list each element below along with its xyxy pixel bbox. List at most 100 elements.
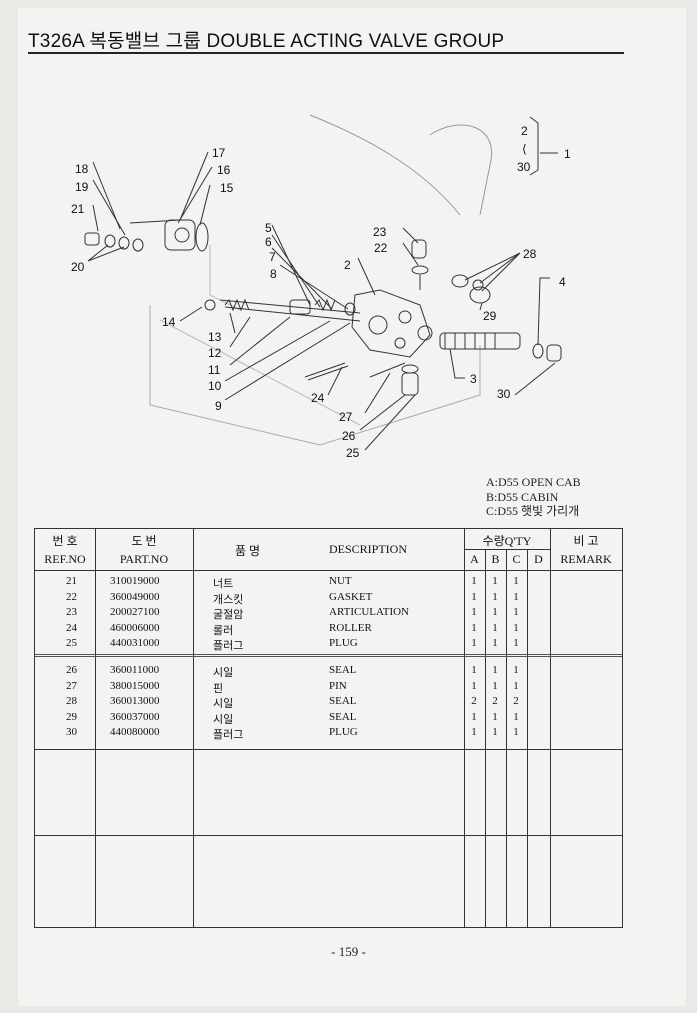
cell-c: 1 bbox=[513, 726, 519, 738]
cell-ref: 21 bbox=[66, 575, 77, 587]
cell-desc: PLUG bbox=[329, 726, 358, 738]
label-1: 1 bbox=[564, 147, 571, 161]
label-6: 6 bbox=[265, 235, 272, 249]
cell-c: 1 bbox=[513, 710, 519, 723]
header-qty-c: C bbox=[512, 552, 521, 566]
page-number: - 159 - bbox=[331, 944, 366, 959]
cell-part: 360013000 bbox=[110, 695, 160, 707]
label-29: 29 bbox=[483, 309, 497, 323]
cell-b: 1 bbox=[492, 710, 498, 723]
cell-ref: 30 bbox=[66, 726, 77, 738]
cell-b: 1 bbox=[492, 590, 498, 603]
label-4: 4 bbox=[559, 275, 566, 289]
cell-a: 1 bbox=[471, 606, 477, 618]
cell-b: 1 bbox=[492, 575, 498, 587]
cell-c: 1 bbox=[513, 637, 519, 649]
cell-ko: 너트 bbox=[213, 578, 234, 590]
cell-ref: 29 bbox=[66, 710, 77, 723]
cell-ko: 핀 bbox=[213, 682, 224, 695]
label-14: 14 bbox=[162, 315, 176, 329]
cell-c: 1 bbox=[513, 575, 519, 587]
cell-ko: 시일 bbox=[213, 698, 234, 710]
cell-b: 1 bbox=[492, 637, 498, 649]
cell-b: 1 bbox=[492, 621, 498, 634]
parts-table: 번 호 REF.NO 도 번 PART.NO 품 명 DESCRIPTION 수… bbox=[34, 528, 623, 928]
cell-ref: 23 bbox=[66, 606, 77, 618]
header-part-en: PART.NO bbox=[119, 552, 169, 566]
page-sheet bbox=[18, 8, 686, 1006]
cell-b: 2 bbox=[492, 695, 498, 707]
label-19: 19 bbox=[75, 180, 89, 194]
header-qty-a: A bbox=[470, 552, 479, 566]
cell-desc: NUT bbox=[329, 575, 352, 587]
cell-a: 2 bbox=[471, 695, 477, 707]
cell-ref: 28 bbox=[66, 695, 77, 707]
label-bracket-30: 30 bbox=[517, 160, 531, 174]
cell-a: 1 bbox=[471, 637, 477, 649]
cell-ref: 22 bbox=[66, 590, 77, 603]
cell-desc: GASKET bbox=[329, 590, 373, 603]
cell-c: 1 bbox=[513, 679, 519, 692]
cell-a: 1 bbox=[471, 710, 477, 723]
label-9: 9 bbox=[215, 399, 222, 413]
cell-desc: ARTICULATION bbox=[329, 606, 409, 618]
cell-ko: 플러그 bbox=[213, 640, 244, 652]
cell-desc: SEAL bbox=[329, 710, 357, 723]
header-qty: 수량Q'TY bbox=[482, 534, 532, 548]
cell-part: 360037000 bbox=[110, 710, 160, 723]
label-21: 21 bbox=[71, 202, 85, 216]
label-13: 13 bbox=[208, 330, 222, 344]
cell-ko: 시일 bbox=[213, 713, 234, 726]
cell-desc: PLUG bbox=[329, 637, 358, 649]
cell-c: 1 bbox=[513, 590, 519, 603]
page-title: T326A 복동밸브 그룹 DOUBLE ACTING VALVE GROUP bbox=[28, 31, 505, 52]
label-17: 17 bbox=[212, 146, 226, 160]
cell-ko: 플러그 bbox=[213, 729, 244, 741]
cell-part: 440031000 bbox=[110, 637, 160, 649]
cell-desc: SEAL bbox=[329, 695, 357, 707]
cell-ko: 굴절암 bbox=[213, 609, 244, 621]
cell-part: 440080000 bbox=[110, 726, 160, 738]
cell-b: 1 bbox=[492, 664, 498, 676]
cell-b: 1 bbox=[492, 726, 498, 738]
header-qty-b: B bbox=[491, 552, 500, 566]
label-12: 12 bbox=[208, 346, 222, 360]
exploded-diagram: 17 16 15 18 19 21 20 5 6 7 8 2 23 22 28 … bbox=[71, 114, 571, 460]
cell-part: 360049000 bbox=[110, 590, 160, 603]
cell-desc: ROLLER bbox=[329, 621, 372, 634]
label-10: 10 bbox=[208, 379, 222, 393]
cell-ref: 27 bbox=[66, 679, 77, 692]
label-7: 7 bbox=[269, 250, 276, 264]
cell-c: 1 bbox=[513, 664, 519, 676]
label-16: 16 bbox=[217, 163, 231, 177]
cell-ref: 26 bbox=[66, 664, 77, 676]
label-2: 2 bbox=[344, 258, 351, 272]
cell-part: 310019000 bbox=[110, 575, 160, 587]
title-rule bbox=[28, 52, 624, 54]
cell-c: 2 bbox=[513, 695, 519, 707]
label-27: 27 bbox=[339, 410, 353, 424]
cell-ko: 개스킷 bbox=[213, 593, 244, 606]
label-3: 3 bbox=[470, 372, 477, 386]
cell-part: 360011000 bbox=[110, 664, 160, 676]
cell-a: 1 bbox=[471, 726, 477, 738]
legend-item-c: C:D55 햇빛 가리개 bbox=[486, 504, 580, 518]
cell-part: 200027100 bbox=[110, 606, 160, 618]
header-description: DESCRIPTION bbox=[329, 542, 408, 556]
label-24: 24 bbox=[311, 391, 325, 405]
label-bracket-2: 2 bbox=[521, 124, 528, 138]
legend-item-a: A:D55 OPEN CAB bbox=[486, 475, 581, 489]
cell-ko: 시일 bbox=[213, 667, 234, 679]
cell-ref: 25 bbox=[66, 637, 77, 649]
label-23: 23 bbox=[373, 225, 387, 239]
cell-b: 1 bbox=[492, 679, 498, 692]
cell-ref: 24 bbox=[66, 621, 77, 634]
cell-desc: PIN bbox=[329, 679, 347, 692]
cell-ko: 롤러 bbox=[213, 624, 234, 637]
cell-part: 380015000 bbox=[110, 679, 160, 692]
cell-a: 1 bbox=[471, 621, 477, 634]
header-remark-en: REMARK bbox=[560, 552, 612, 566]
legend-item-b: B:D55 CABIN bbox=[486, 489, 559, 504]
header-ref-en: REF.NO bbox=[44, 552, 86, 566]
label-30: 30 bbox=[497, 387, 511, 401]
